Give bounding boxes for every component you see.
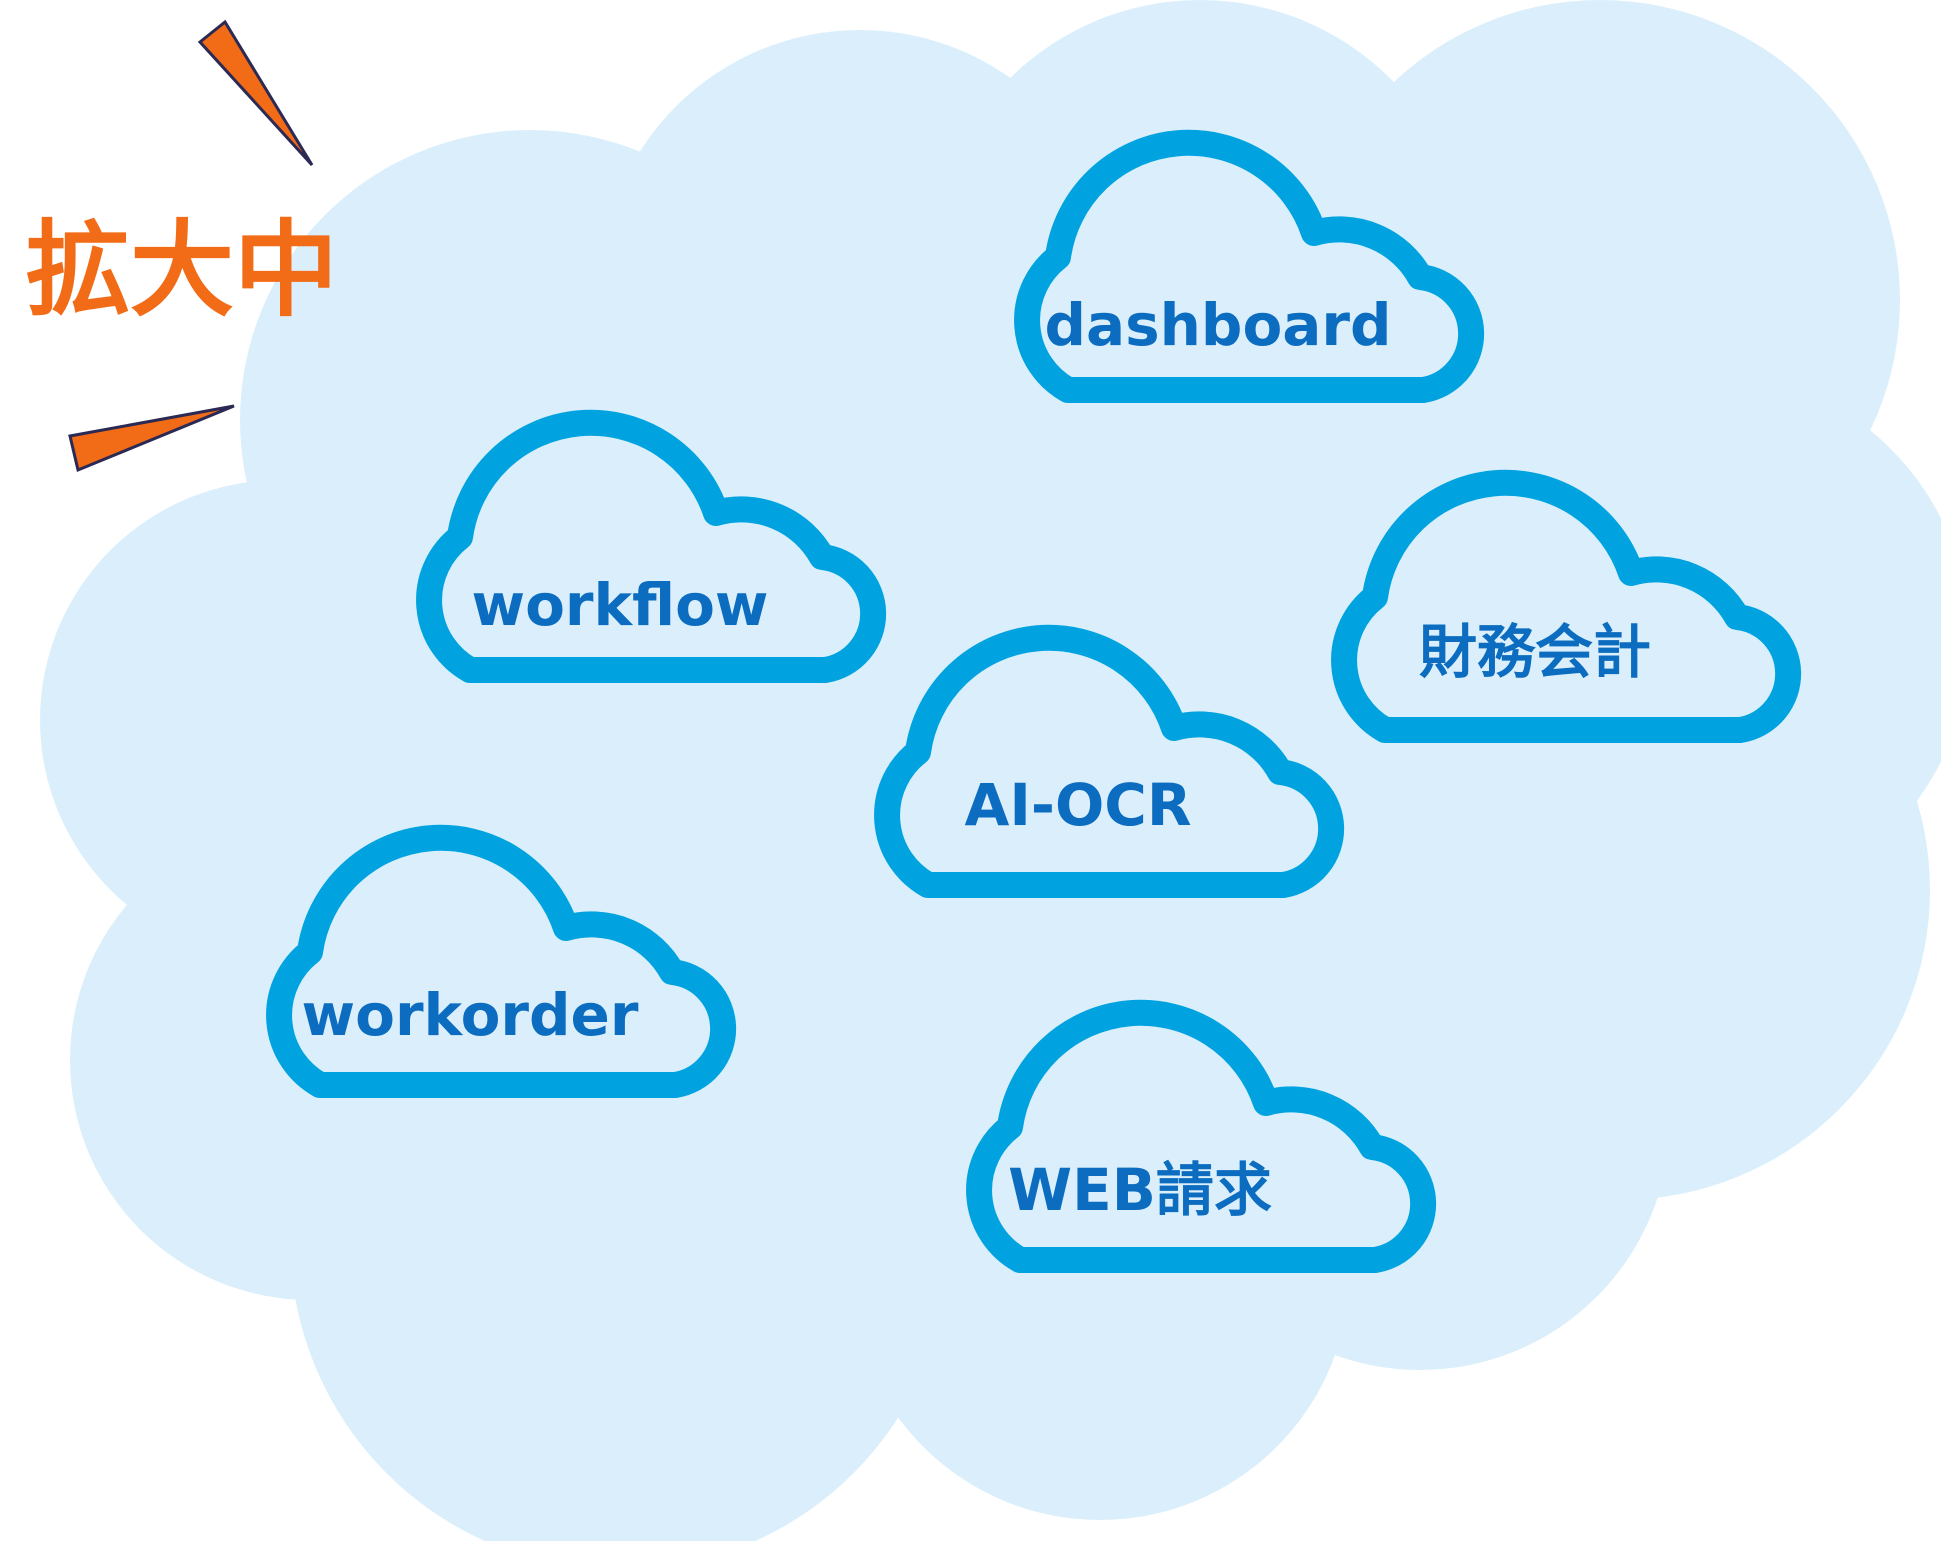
badge-label: 拡大中 bbox=[26, 209, 338, 331]
service-cloud-workflow: workflow bbox=[429, 423, 873, 670]
service-cloud-dashboard: dashboard bbox=[1027, 143, 1471, 390]
cloud-label: 財務会計 bbox=[1419, 618, 1651, 686]
cloud-label: WEB請求 bbox=[1008, 1156, 1272, 1224]
spark-top bbox=[197, 19, 314, 167]
cloud-label: AI-OCR bbox=[964, 771, 1191, 839]
cloud-label: dashboard bbox=[1044, 291, 1391, 359]
cloud-label: workflow bbox=[471, 571, 768, 639]
service-cloud-financial-accounting: 財務会計 bbox=[1344, 483, 1788, 730]
background-cloud bbox=[40, 0, 1941, 1541]
service-cloud-ai-ocr: AI-OCR bbox=[887, 638, 1331, 885]
service-cloud-workorder: workorder bbox=[279, 838, 723, 1085]
expanding-badge: 拡大中 bbox=[26, 19, 338, 473]
spark-bottom bbox=[68, 404, 235, 473]
service-cloud-web-billing: WEB請求 bbox=[979, 1013, 1423, 1260]
cloud-label: workorder bbox=[302, 981, 639, 1049]
